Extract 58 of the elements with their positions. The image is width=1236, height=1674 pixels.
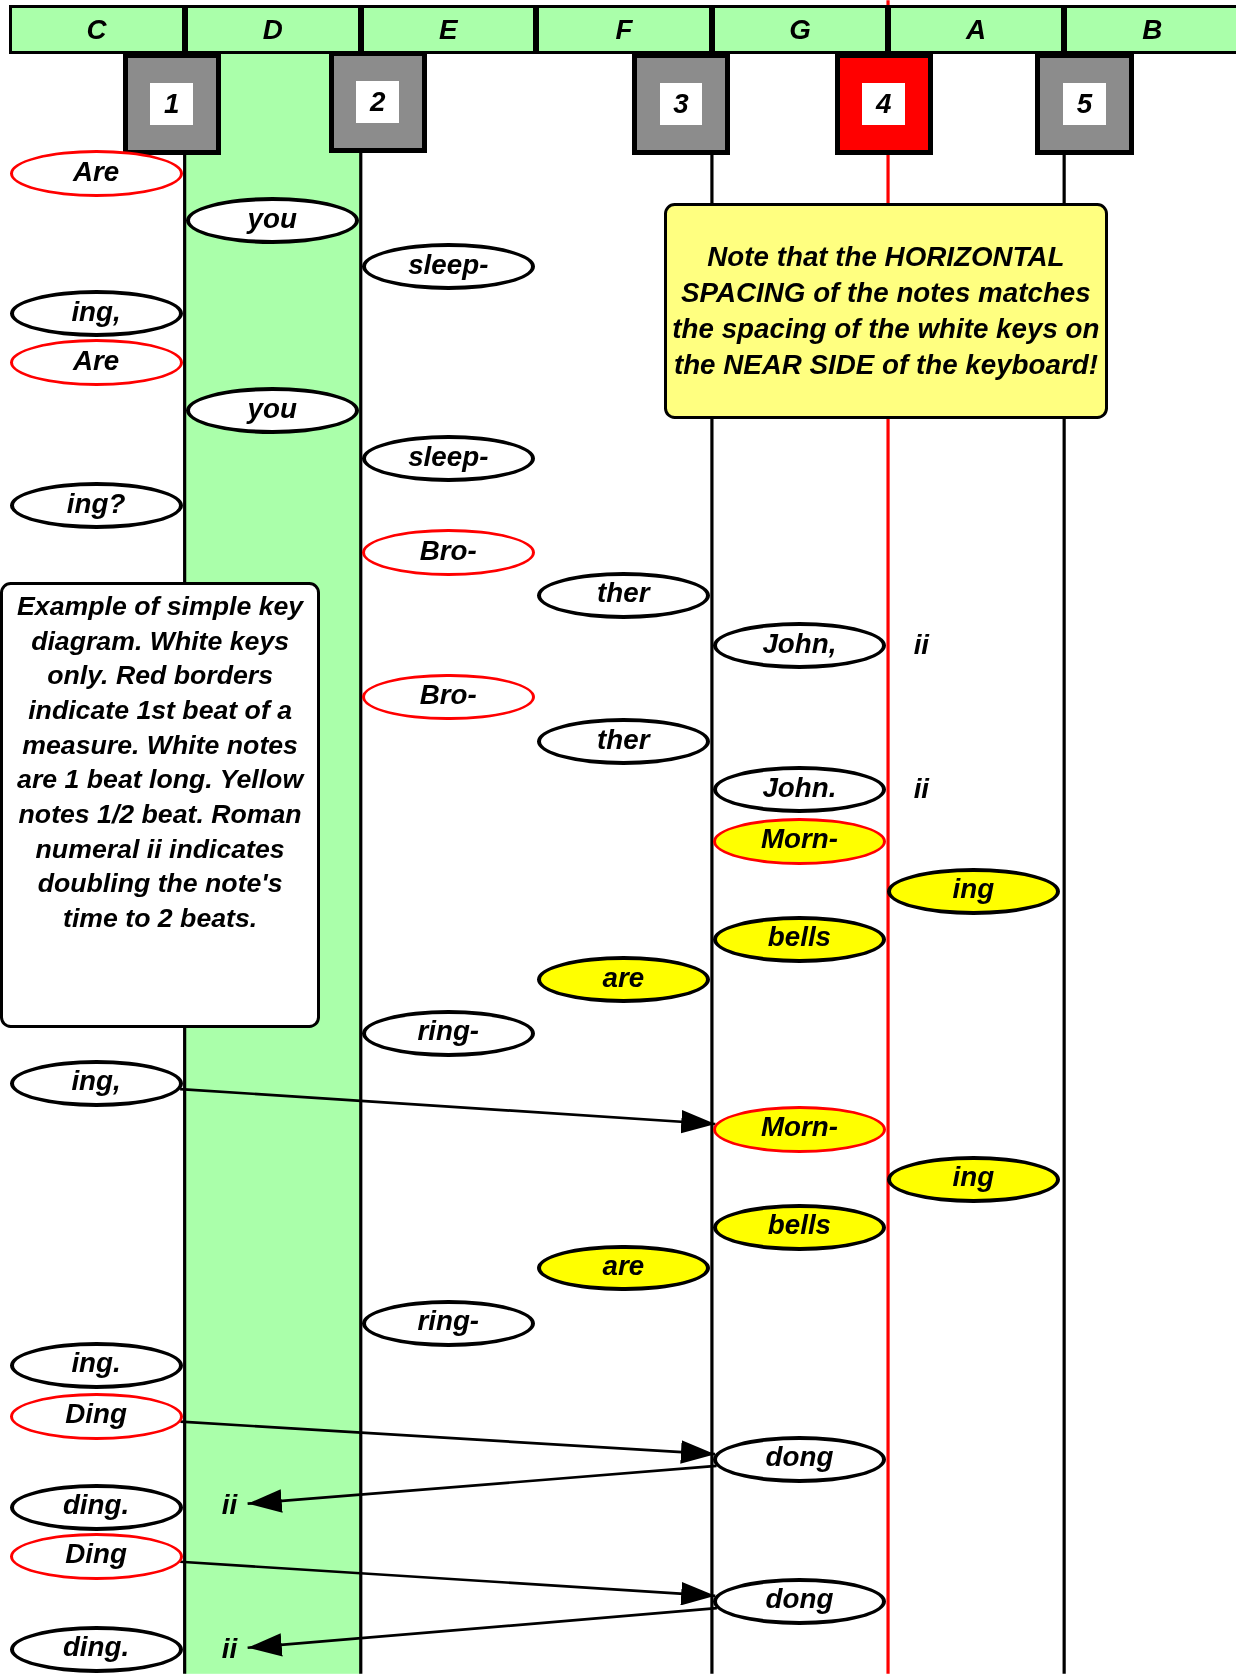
- roman-numeral: ii: [211, 1632, 248, 1667]
- note-ellipse: Are: [9, 150, 183, 198]
- finger-number: 4: [862, 82, 906, 126]
- arrow: [247, 1606, 717, 1657]
- note-ellipse: ding.: [9, 1483, 183, 1531]
- finger-number: 1: [150, 82, 194, 126]
- note-ellipse: ing.: [9, 1341, 183, 1389]
- finger-number-box: [834, 53, 933, 155]
- note-ellipse: dong: [713, 1435, 886, 1483]
- note-ellipse: ing,: [9, 290, 183, 338]
- note-ellipse: ding.: [9, 1625, 183, 1673]
- finger-number-box: [1035, 53, 1134, 155]
- finger-number: 5: [1063, 82, 1106, 126]
- note-ellipse: Ding: [9, 1532, 183, 1580]
- key-label-cell: A: [888, 5, 1065, 55]
- note-ellipse: John.: [713, 766, 886, 814]
- note-ellipse: Morn-: [713, 817, 886, 865]
- note-ellipse: Bro-: [361, 529, 535, 577]
- roman-numeral: ii: [211, 1487, 248, 1523]
- note-ellipse: ther: [536, 718, 710, 766]
- note-ellipse: ing: [886, 1155, 1060, 1203]
- finger-number-box: [122, 53, 221, 155]
- note-ellipse: dong: [713, 1577, 886, 1625]
- arrow: [247, 1464, 717, 1513]
- key-label-cell: B: [1064, 5, 1236, 55]
- note-ellipse: Are: [9, 339, 183, 387]
- note-ellipse: sleep-: [361, 435, 535, 483]
- note-ellipse: ing?: [9, 482, 183, 530]
- note-ellipse: bells: [713, 915, 886, 963]
- arrow: [180, 1087, 716, 1134]
- note-ellipse: ther: [536, 572, 710, 620]
- finger-number: 3: [659, 82, 703, 126]
- explanation-box: Example of simple key diagram. White keys only. Red borders indicate 1st beat of a measure. White notes are 1 beat long. Yellow notes 1/2 beat. Roman numeral ii indicates doubling the note's time to 2 beats.: [0, 581, 321, 1028]
- key-label-cell: C: [8, 5, 185, 55]
- note-ellipse: ring-: [361, 1009, 535, 1057]
- note-ellipse: John,: [713, 622, 886, 670]
- note-ellipse: ing,: [9, 1059, 183, 1107]
- key-label-cell: G: [711, 5, 889, 55]
- note-ellipse: are: [536, 956, 710, 1004]
- note-ellipse: Bro-: [361, 673, 535, 721]
- note-box: Note that the HORIZONTAL SPACING of the notes matches the spacing of the white keys on the NEAR SIDE of the keyboard!: [663, 202, 1108, 420]
- roman-numeral: ii: [913, 628, 930, 661]
- note-ellipse: are: [536, 1244, 710, 1292]
- finger-number-box: [328, 51, 427, 153]
- note-ellipse: sleep-: [361, 243, 535, 291]
- note-ellipse: ring-: [361, 1300, 535, 1347]
- key-label-cell: F: [535, 5, 712, 55]
- key-label-cell: E: [360, 5, 536, 55]
- roman-numeral: ii: [913, 772, 930, 805]
- arrow: [180, 1420, 716, 1464]
- note-ellipse: bells: [713, 1203, 886, 1251]
- note-ellipse: ing: [886, 867, 1060, 915]
- finger-number-box: [631, 53, 731, 155]
- finger-number: 2: [356, 80, 400, 124]
- note-ellipse: Morn-: [713, 1105, 886, 1153]
- arrow: [180, 1560, 716, 1606]
- note-ellipse: Ding: [9, 1392, 183, 1440]
- key-label-cell: D: [184, 5, 361, 55]
